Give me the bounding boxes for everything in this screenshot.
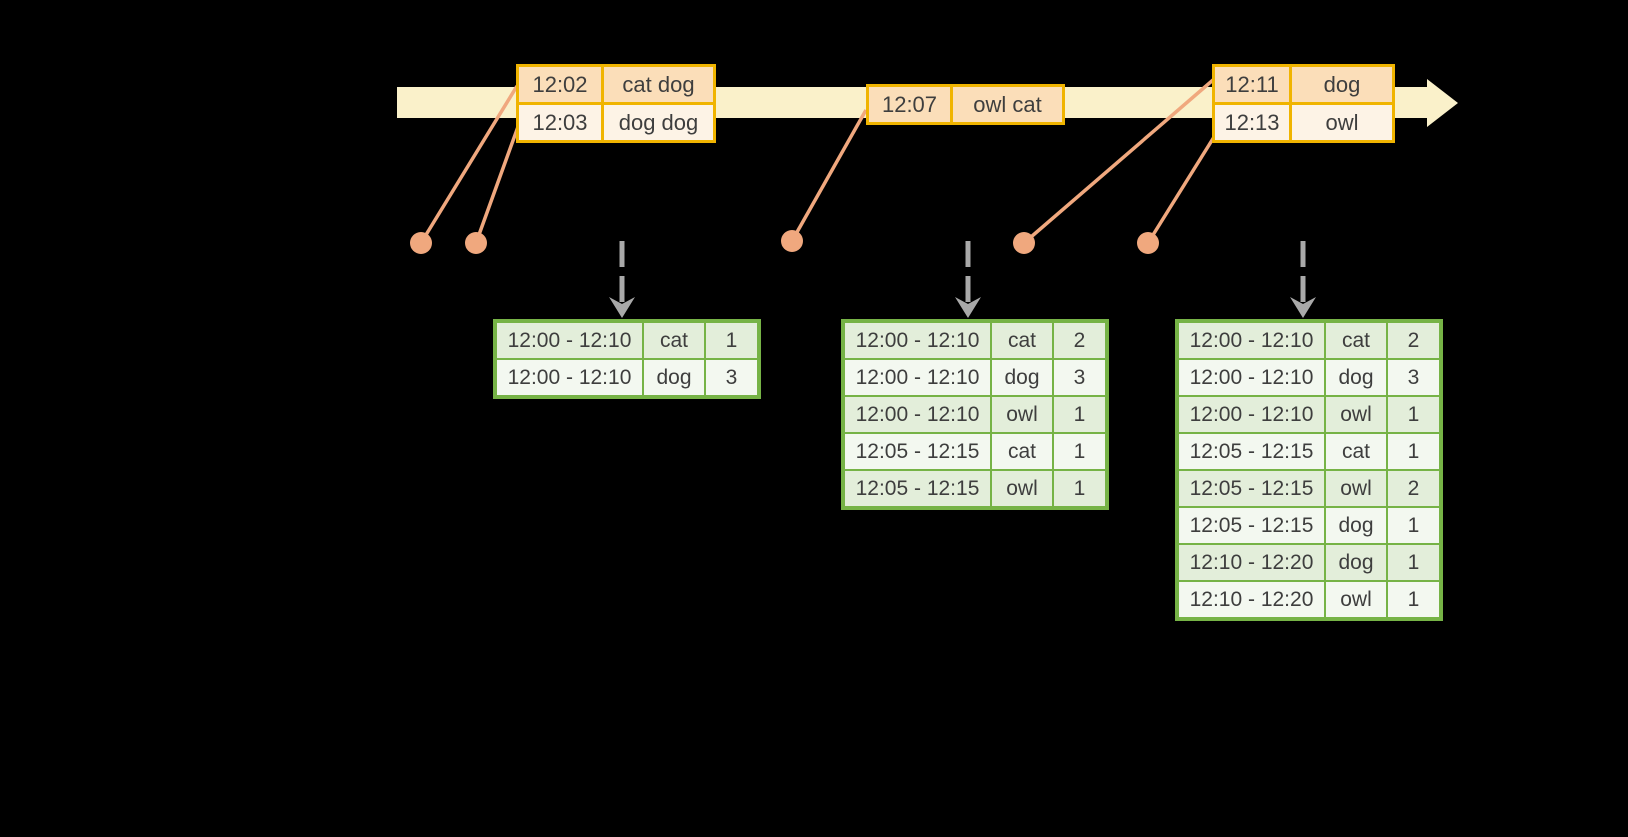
event-row: 12:02 cat dog [516, 64, 716, 105]
result-row: 12:00 - 12:10 dog 3 [494, 358, 760, 398]
window-cell: 12:00 - 12:10 [1176, 395, 1326, 434]
event-words-cell: cat dog [601, 64, 716, 105]
event-dot [781, 230, 803, 252]
event-row: 12:07 owl cat [866, 84, 1065, 125]
count-cell: 1 [1386, 395, 1442, 434]
window-cell: 12:00 - 12:10 [494, 320, 644, 360]
count-cell: 1 [1052, 469, 1108, 509]
window-cell: 12:05 - 12:15 [1176, 469, 1326, 508]
count-cell: 3 [1386, 358, 1442, 397]
event-time-cell: 12:11 [1212, 64, 1292, 105]
word-cell: cat [1324, 320, 1388, 360]
trigger-arrow-icon [609, 241, 635, 318]
count-cell: 1 [1386, 543, 1442, 582]
count-cell: 2 [1386, 469, 1442, 508]
event-time-cell: 12:03 [516, 102, 604, 143]
input-events-table-3: 12:11 dog 12:13 owl [1212, 64, 1395, 143]
result-row: 12:00 - 12:10 cat 2 [842, 320, 1108, 360]
window-cell: 12:05 - 12:15 [1176, 506, 1326, 545]
result-row: 12:00 - 12:10 dog 3 [1176, 358, 1442, 397]
count-cell: 3 [704, 358, 760, 398]
event-row: 12:13 owl [1212, 102, 1395, 143]
event-words-cell: dog dog [601, 102, 716, 143]
result-row: 12:05 - 12:15 dog 1 [1176, 506, 1442, 545]
word-cell: cat [990, 432, 1054, 471]
result-table-2: 12:00 - 12:10 cat 2 12:00 - 12:10 dog 3 … [841, 319, 1109, 510]
result-row: 12:05 - 12:15 cat 1 [842, 432, 1108, 471]
count-cell: 1 [1386, 506, 1442, 545]
window-cell: 12:00 - 12:10 [494, 358, 644, 398]
word-cell: owl [1324, 580, 1388, 620]
word-cell: dog [1324, 543, 1388, 582]
result-row: 12:00 - 12:10 owl 1 [842, 395, 1108, 434]
result-row: 12:10 - 12:20 owl 1 [1176, 580, 1442, 620]
event-dot [1013, 232, 1035, 254]
window-cell: 12:05 - 12:15 [842, 432, 992, 471]
event-words-cell: owl [1289, 102, 1395, 143]
result-row: 12:05 - 12:15 cat 1 [1176, 432, 1442, 471]
count-cell: 1 [704, 320, 760, 360]
count-cell: 3 [1052, 358, 1108, 397]
word-cell: dog [990, 358, 1054, 397]
event-row: 12:03 dog dog [516, 102, 716, 143]
result-row: 12:05 - 12:15 owl 1 [842, 469, 1108, 509]
trigger-arrow-icon [1290, 241, 1316, 318]
word-cell: cat [1324, 432, 1388, 471]
word-cell: dog [1324, 358, 1388, 397]
word-cell: owl [990, 469, 1054, 509]
count-cell: 1 [1052, 432, 1108, 471]
window-cell: 12:00 - 12:10 [1176, 358, 1326, 397]
event-time-cell: 12:13 [1212, 102, 1292, 143]
event-connector-line [1146, 136, 1216, 244]
word-cell: owl [1324, 395, 1388, 434]
result-table-1: 12:00 - 12:10 cat 1 12:00 - 12:10 dog 3 [493, 319, 761, 399]
event-time-cell: 12:02 [516, 64, 604, 105]
result-row: 12:00 - 12:10 cat 1 [494, 320, 760, 360]
word-cell: cat [990, 320, 1054, 360]
window-cell: 12:10 - 12:20 [1176, 543, 1326, 582]
event-connector-line [474, 123, 521, 244]
count-cell: 1 [1052, 395, 1108, 434]
result-row: 12:00 - 12:10 dog 3 [842, 358, 1108, 397]
event-dot [1137, 232, 1159, 254]
window-cell: 12:00 - 12:10 [842, 395, 992, 434]
event-words-cell: owl cat [950, 84, 1065, 125]
result-row: 12:05 - 12:15 owl 2 [1176, 469, 1442, 508]
trigger-arrow-icon [955, 241, 981, 318]
event-time-cell: 12:07 [866, 84, 953, 125]
count-cell: 1 [1386, 432, 1442, 471]
input-events-table-2: 12:07 owl cat [866, 84, 1065, 125]
window-cell: 12:00 - 12:10 [1176, 320, 1326, 360]
word-cell: owl [990, 395, 1054, 434]
count-cell: 1 [1386, 580, 1442, 620]
count-cell: 2 [1386, 320, 1442, 360]
count-cell: 2 [1052, 320, 1108, 360]
word-cell: dog [642, 358, 706, 398]
window-cell: 12:05 - 12:15 [842, 469, 992, 509]
word-cell: owl [1324, 469, 1388, 508]
event-row: 12:11 dog [1212, 64, 1395, 105]
event-dot [465, 232, 487, 254]
window-cell: 12:05 - 12:15 [1176, 432, 1326, 471]
event-connector-line [790, 109, 868, 242]
word-cell: dog [1324, 506, 1388, 545]
input-events-table-1: 12:02 cat dog 12:03 dog dog [516, 64, 716, 143]
result-row: 12:10 - 12:20 dog 1 [1176, 543, 1442, 582]
result-table-3: 12:00 - 12:10 cat 2 12:00 - 12:10 dog 3 … [1175, 319, 1443, 621]
result-row: 12:00 - 12:10 owl 1 [1176, 395, 1442, 434]
word-cell: cat [642, 320, 706, 360]
window-cell: 12:00 - 12:10 [842, 358, 992, 397]
window-cell: 12:10 - 12:20 [1176, 580, 1326, 620]
result-row: 12:00 - 12:10 cat 2 [1176, 320, 1442, 360]
window-cell: 12:00 - 12:10 [842, 320, 992, 360]
event-dot [410, 232, 432, 254]
event-words-cell: dog [1289, 64, 1395, 105]
timeline-arrowhead-icon [1427, 79, 1458, 127]
